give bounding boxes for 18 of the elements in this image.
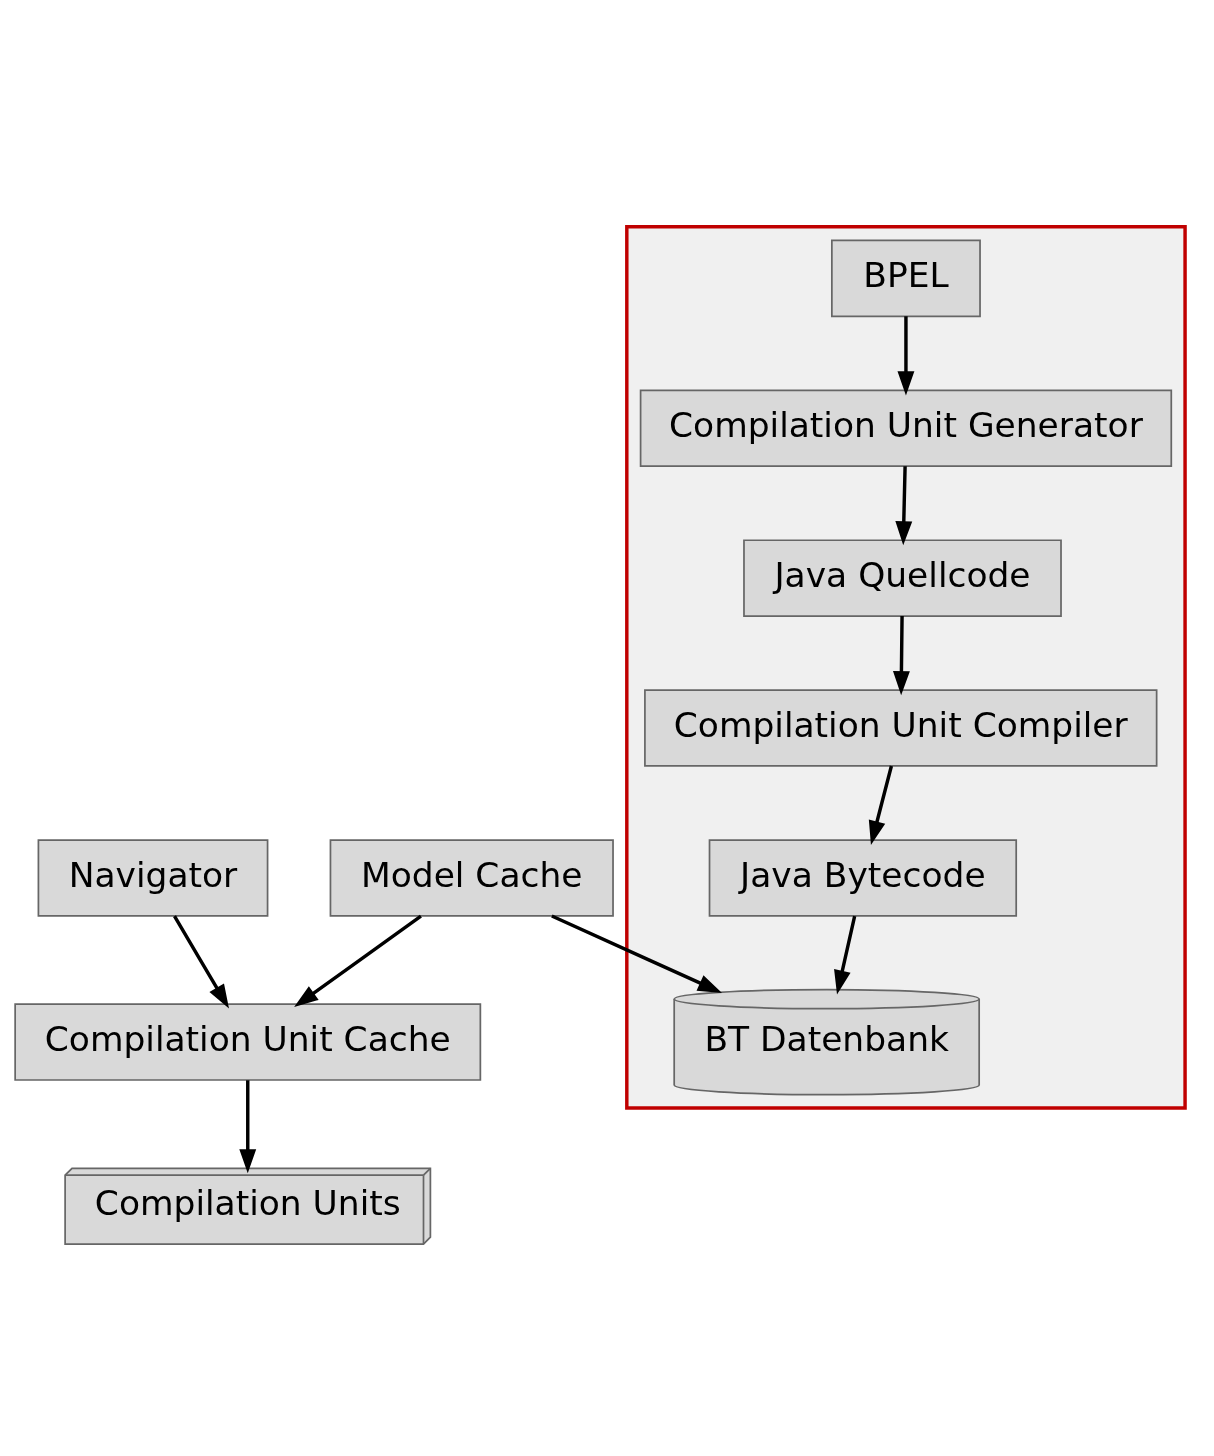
arrow [834,915,857,995]
node-box: Compilation Unit Generator [639,389,1173,467]
arrow [173,914,229,1009]
node-box: Java Quellcode [743,538,1062,617]
node-box: Model Cache [329,838,614,917]
arrow [551,913,723,993]
node-box: BPEL [831,239,981,317]
node-box: Compilation Unit Compiler [644,688,1158,767]
arrow [294,914,422,1007]
arrow [239,1079,257,1173]
node-box: Navigator [37,838,269,917]
arrow [895,465,913,545]
arrow [897,315,915,395]
node-box: Compilation Unit Cache [14,1002,482,1081]
node-box: Java Bytecode [708,838,1018,917]
arrow [892,615,910,695]
arrow [868,765,894,845]
cluster [625,224,1187,1110]
